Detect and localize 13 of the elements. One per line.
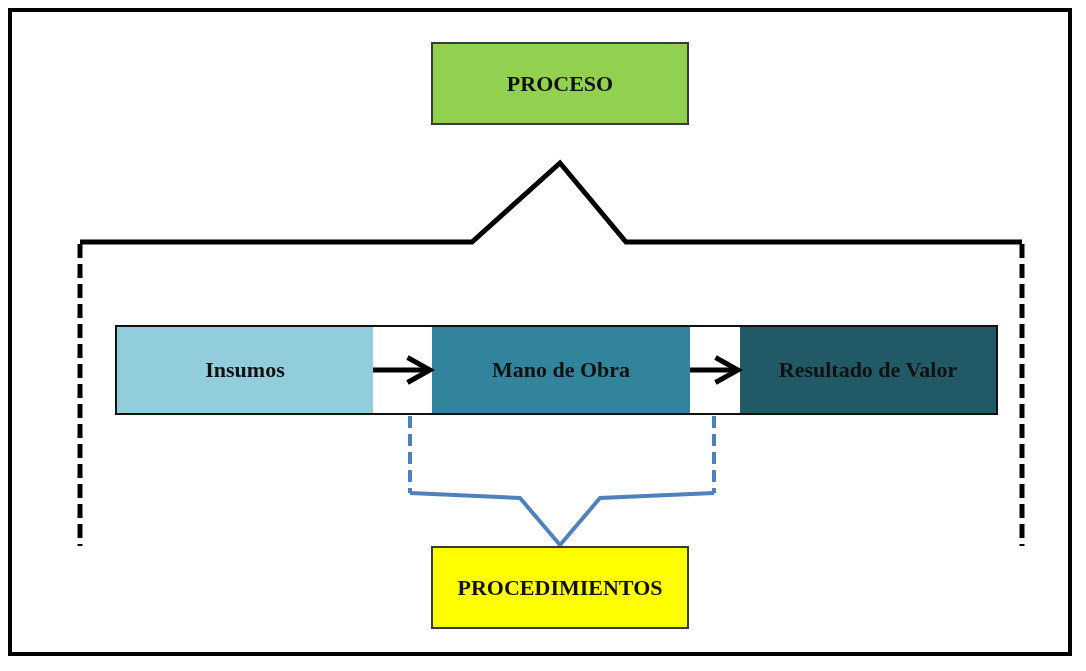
node-label: Insumos: [205, 357, 285, 383]
label-box: [432, 327, 690, 413]
node-label: Resultado de Valor: [778, 357, 958, 383]
node-label: PROCEDIMIENTOS: [457, 574, 663, 601]
label-box: [740, 327, 996, 413]
node-label: Mano de Obra: [491, 357, 631, 383]
arrow: [690, 355, 741, 385]
label-box: [431, 546, 689, 629]
arrow: [373, 355, 433, 385]
bar-shape: [115, 325, 998, 415]
node-label: PROCESO: [506, 70, 614, 97]
label-box: [117, 327, 373, 413]
label-box: [431, 42, 689, 125]
